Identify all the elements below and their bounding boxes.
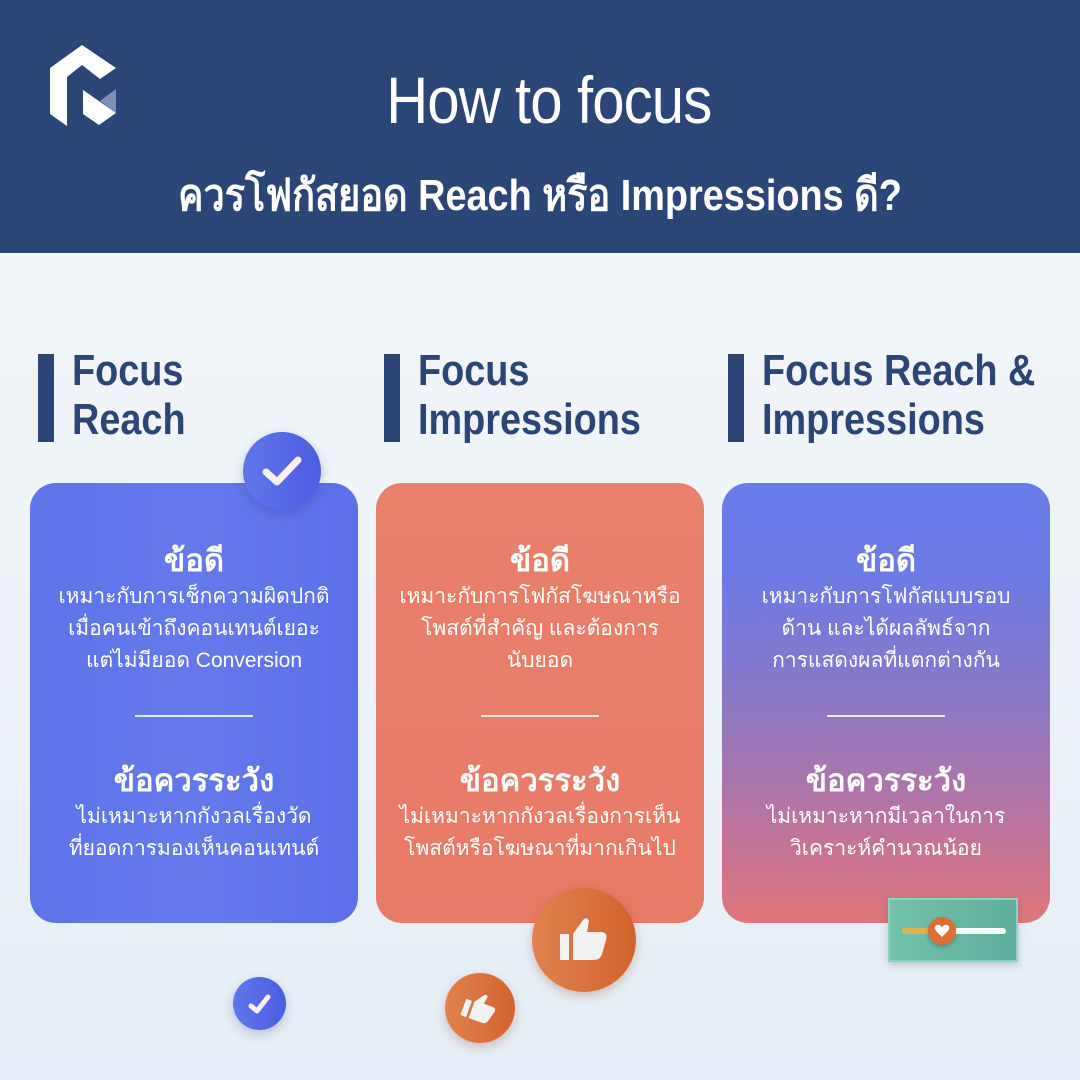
heading-text: Focus Impressions	[418, 346, 641, 444]
cons-line: ที่ยอดการมองเห็นคอนเทนต์	[68, 837, 320, 860]
cons-line: ไม่เหมาะหากกังวลเรื่องวัด	[76, 805, 312, 828]
heading-text: Focus Reach & Impressions	[762, 346, 1035, 444]
heading-line-2: Reach	[72, 395, 186, 444]
cons-title: ข้อควรระวัง	[459, 763, 621, 798]
pros-line: ด้าน และได้ผลลัพธ์จาก	[781, 617, 991, 640]
card-focus-reach-and-impressions: ข้อดี เหมาะกับการโฟกัสแบบรอบ ด้าน และได้…	[722, 483, 1050, 923]
card-focus-impressions: ข้อดี เหมาะกับการโฟกัสโฆษณาหรือ โพสต์ที่…	[376, 483, 704, 923]
pros-line: เหมาะกับการโฟกัสโฆษณาหรือ	[399, 585, 681, 608]
checkmark-icon	[262, 456, 302, 486]
heart-slider-icon	[928, 917, 956, 945]
pros-title: ข้อดี	[856, 543, 916, 578]
heading-accent-bar	[384, 354, 400, 442]
heading-accent-bar	[38, 354, 54, 442]
cons-body: ไม่เหมาะหากมีเวลาในการ วิเคราะห์คำนวณน้อ…	[736, 801, 1036, 865]
cons-line: วิเคราะห์คำนวณน้อย	[790, 837, 982, 860]
pros-line: แต่ไม่มียอด Conversion	[85, 649, 303, 672]
checkmark-badge-small	[233, 977, 286, 1030]
heading-line-1: Focus Reach &	[762, 346, 1036, 395]
heading-line-1: Focus	[72, 346, 184, 395]
cons-line: ไม่เหมาะหากกังวลเรื่องการเห็น	[399, 805, 681, 828]
section-divider	[135, 715, 253, 717]
pros-line: เมื่อคนเข้าถึงคอนเทนต์เยอะ	[68, 617, 320, 640]
thumbs-up-badge-small	[445, 973, 515, 1043]
header-banner: How to focus ควรโฟกัสยอด Reach หรือ Impr…	[0, 0, 1080, 253]
cons-title: ข้อควรระวัง	[805, 763, 967, 798]
pros-line: นับยอด	[506, 649, 574, 672]
cons-body: ไม่เหมาะหากกังวลเรื่องการเห็น โพสต์หรือโ…	[390, 801, 690, 865]
cons-body: ไม่เหมาะหากกังวลเรื่องวัด ที่ยอดการมองเห…	[44, 801, 344, 865]
cons-line: ไม่เหมาะหากมีเวลาในการ	[766, 805, 1006, 828]
pros-line: โพสต์ที่สำคัญ และต้องการ	[421, 617, 659, 640]
heading-line-1: Focus	[418, 346, 530, 395]
pros-body: เหมาะกับการเช็กความผิดปกติ เมื่อคนเข้าถึ…	[44, 581, 344, 677]
card-focus-reach: ข้อดี เหมาะกับการเช็กความผิดปกติ เมื่อคน…	[30, 483, 358, 923]
pros-line: เหมาะกับการเช็กความผิดปกติ	[58, 585, 330, 608]
page-title: How to focus	[386, 63, 712, 137]
thumbs-up-badge-large	[532, 888, 636, 992]
heading-text: Focus Reach	[72, 346, 186, 444]
pros-body: เหมาะกับการโฟกัสแบบรอบ ด้าน และได้ผลลัพธ…	[736, 581, 1036, 677]
cons-title: ข้อควรระวัง	[113, 763, 275, 798]
slider-fill	[902, 928, 938, 934]
heading-line-2: Impressions	[762, 395, 985, 444]
heading-line-2: Impressions	[418, 395, 641, 444]
pros-body: เหมาะกับการโฟกัสโฆษณาหรือ โพสต์ที่สำคัญ …	[390, 581, 690, 677]
checkmark-badge-large	[243, 432, 321, 510]
page-subtitle: ควรโฟกัสยอด Reach หรือ Impressions ดี?	[178, 171, 902, 220]
section-divider	[827, 715, 945, 717]
heart-slider-decoration	[888, 898, 1018, 962]
heart-icon	[934, 924, 950, 937]
pros-title: ข้อดี	[510, 543, 570, 578]
pros-title: ข้อดี	[164, 543, 224, 578]
section-divider	[481, 715, 599, 717]
pros-line: การแสดงผลที่แตกต่างกัน	[772, 649, 1000, 672]
checkmark-icon	[248, 994, 270, 1013]
thumbs-up-icon	[560, 918, 607, 960]
pros-line: เหมาะกับการโฟกัสแบบรอบ	[761, 585, 1011, 608]
heading-accent-bar	[728, 354, 744, 442]
thumbs-up-icon	[460, 994, 496, 1024]
brand-logo-icon	[50, 45, 116, 126]
cons-line: โพสต์หรือโฆษณาที่มากเกินไป	[404, 837, 676, 860]
